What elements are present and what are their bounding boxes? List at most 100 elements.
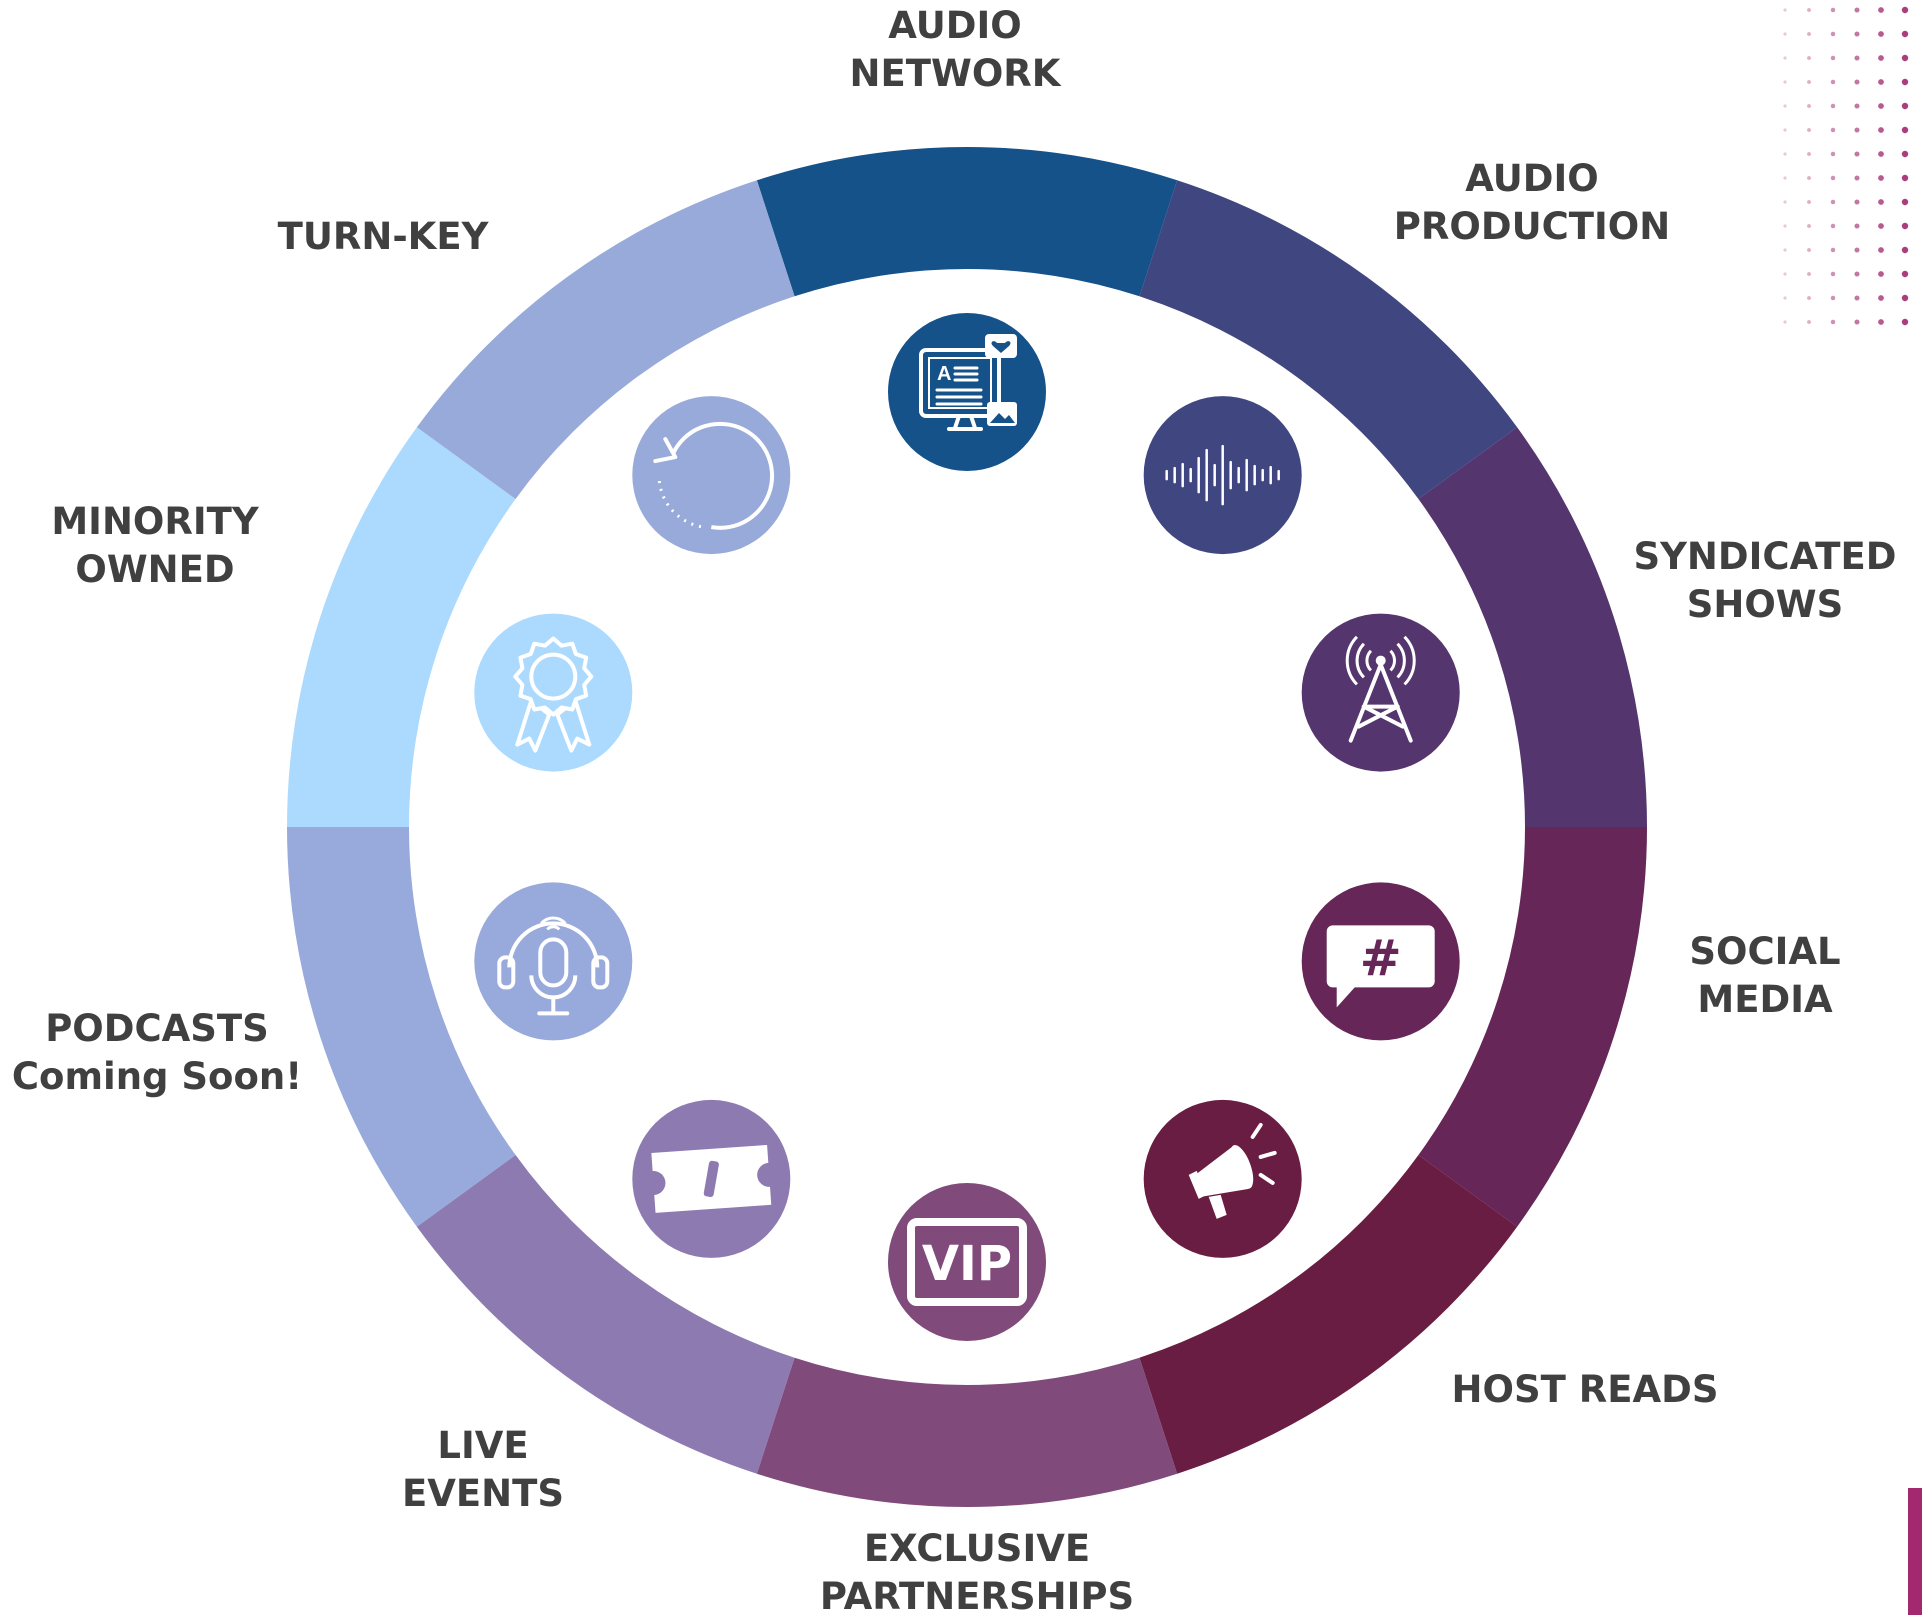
decorative-dot [1901,318,1909,326]
segment-audio-network [756,147,1178,297]
decorative-dot [1854,79,1860,85]
decorative-dot [1878,55,1884,61]
decorative-dot [1878,295,1884,301]
decorative-dot [1783,104,1787,108]
decorative-dot [1878,319,1884,325]
decorative-dot [1854,127,1860,133]
decorative-dot [1807,224,1811,228]
decorative-dot [1854,151,1860,157]
decorative-dot [1901,198,1909,206]
podcast-mic-icon [474,882,633,1041]
decorative-dot [1854,247,1860,253]
decorative-dot [1901,294,1909,302]
decorative-dot [1854,55,1860,61]
label-syndicated-shows: SYNDICATED SHOWS [1633,535,1897,626]
decorative-dot [1783,32,1787,36]
label-audio-network: AUDIO NETWORK [849,4,1061,95]
radio-tower-icon [1301,613,1460,772]
decorative-dot [1878,271,1884,277]
decorative-dot [1901,150,1909,158]
segment-social-media [1418,827,1647,1227]
segment-live-events [416,1154,795,1474]
decorative-dot [1878,175,1884,181]
decorative-corner-bar [1908,1488,1922,1615]
decorative-dot-grid [1783,6,1909,326]
decorative-dot [1830,55,1836,61]
decorative-dot [1878,79,1884,85]
decorative-dot [1807,104,1811,108]
decorative-dot [1807,8,1811,12]
decorative-dot [1854,103,1860,109]
decorative-dot [1901,126,1909,134]
decorative-dot [1783,224,1787,228]
decorative-dot [1783,200,1787,204]
award-ribbon-icon [474,613,633,772]
segment-podcasts [287,827,516,1227]
decorative-dot [1854,7,1860,13]
decorative-dot [1830,103,1836,109]
svg-text:VIP: VIP [922,1236,1012,1292]
decorative-dot [1807,200,1811,204]
decorative-dot [1807,320,1811,324]
decorative-dot [1807,56,1811,60]
decorative-dot [1807,248,1811,252]
segment-exclusive-partnerships [756,1357,1178,1507]
decorative-dot [1783,56,1787,60]
decorative-dot [1830,247,1836,253]
decorative-dot [1830,271,1836,277]
label-audio-production: AUDIO PRODUCTION [1393,157,1671,248]
decorative-dot [1901,6,1909,14]
decorative-dot [1854,319,1860,325]
decorative-dot [1807,80,1811,84]
decorative-dot [1854,175,1860,181]
decorative-dot [1854,271,1860,277]
decorative-dot [1807,272,1811,276]
decorative-dot [1830,7,1836,13]
decorative-dot [1830,151,1836,157]
label-podcasts: PODCASTS Coming Soon! [11,1007,303,1098]
segment-host-reads [1139,1154,1518,1474]
decorative-dot [1783,248,1787,252]
decorative-dot [1830,223,1836,229]
decorative-dot [1807,128,1811,132]
decorative-dot [1901,174,1909,182]
segment-minority-owned [287,427,516,827]
svg-text:#: # [1360,929,1402,987]
decorative-dot [1830,127,1836,133]
megaphone-icon [1143,1099,1302,1258]
decorative-dot [1854,223,1860,229]
decorative-dot [1901,222,1909,230]
label-turn-key: TURN-KEY [277,215,489,258]
decorative-dot [1854,199,1860,205]
label-live-events: LIVE EVENTS [401,1424,565,1515]
label-exclusive-partnerships: EXCLUSIVE PARTNERSHIPS [819,1527,1135,1618]
segment-audio-production [1139,180,1518,500]
decorative-dot [1901,54,1909,62]
decorative-dot [1783,152,1787,156]
ticket-icon [632,1099,791,1258]
news-monitor-icon: A [888,313,1046,471]
decorative-dot [1878,247,1884,253]
decorative-dot [1807,176,1811,180]
decorative-dot [1854,31,1860,37]
label-social-media: SOCIAL MEDIA [1689,930,1841,1021]
decorative-dot [1901,78,1909,86]
decorative-dot [1878,151,1884,157]
decorative-dot [1783,272,1787,276]
decorative-dot [1878,223,1884,229]
decorative-dot [1901,270,1909,278]
decorative-dot [1878,127,1884,133]
svg-text:A: A [937,363,951,385]
label-host-reads: HOST READS [1451,1368,1719,1411]
decorative-dot [1878,7,1884,13]
refresh-icon [632,396,791,555]
decorative-dot [1830,31,1836,37]
decorative-dot [1807,296,1811,300]
decorative-dot [1783,320,1787,324]
segment-turn-key [416,180,795,500]
decorative-dot [1901,102,1909,110]
decorative-dot [1783,296,1787,300]
decorative-dot [1901,30,1909,38]
decorative-dot [1783,128,1787,132]
